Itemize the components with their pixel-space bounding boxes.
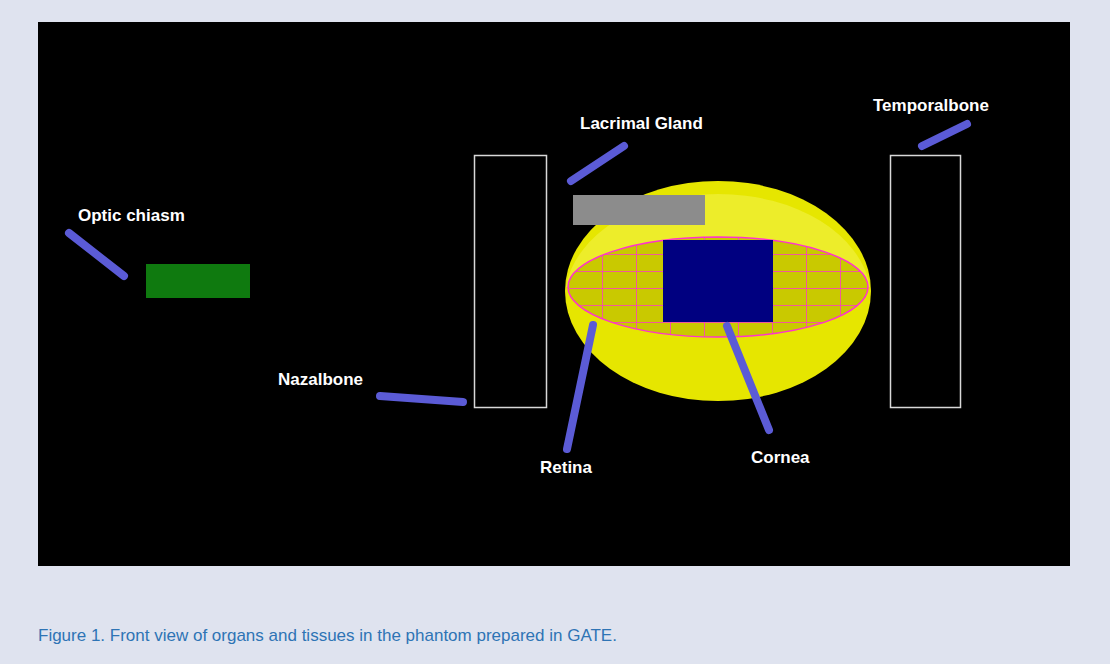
cornea-shape xyxy=(663,240,773,322)
leader-line xyxy=(69,233,124,276)
leader-line xyxy=(380,396,463,402)
nasal-bone-shape xyxy=(475,156,547,408)
organ-label: Nazalbone xyxy=(278,370,363,390)
organ-label: Retina xyxy=(540,458,592,478)
organ-label: Cornea xyxy=(751,448,810,468)
organ-label: Optic chiasm xyxy=(78,206,185,226)
figure-caption: Figure 1. Front view of organs and tissu… xyxy=(38,626,617,646)
leader-line xyxy=(922,124,967,146)
leader-line xyxy=(571,146,624,181)
organ-label: Lacrimal Gland xyxy=(580,114,703,134)
leader-line xyxy=(727,326,769,430)
retina-outline xyxy=(568,237,868,337)
lacrimal-gland-shape xyxy=(573,195,705,225)
leader-line xyxy=(567,325,593,449)
temporal-bone-shape xyxy=(891,156,961,408)
retina-grid xyxy=(560,230,880,350)
organ-label: Temporalbone xyxy=(873,96,989,116)
optic-chiasm-shape xyxy=(146,264,250,298)
